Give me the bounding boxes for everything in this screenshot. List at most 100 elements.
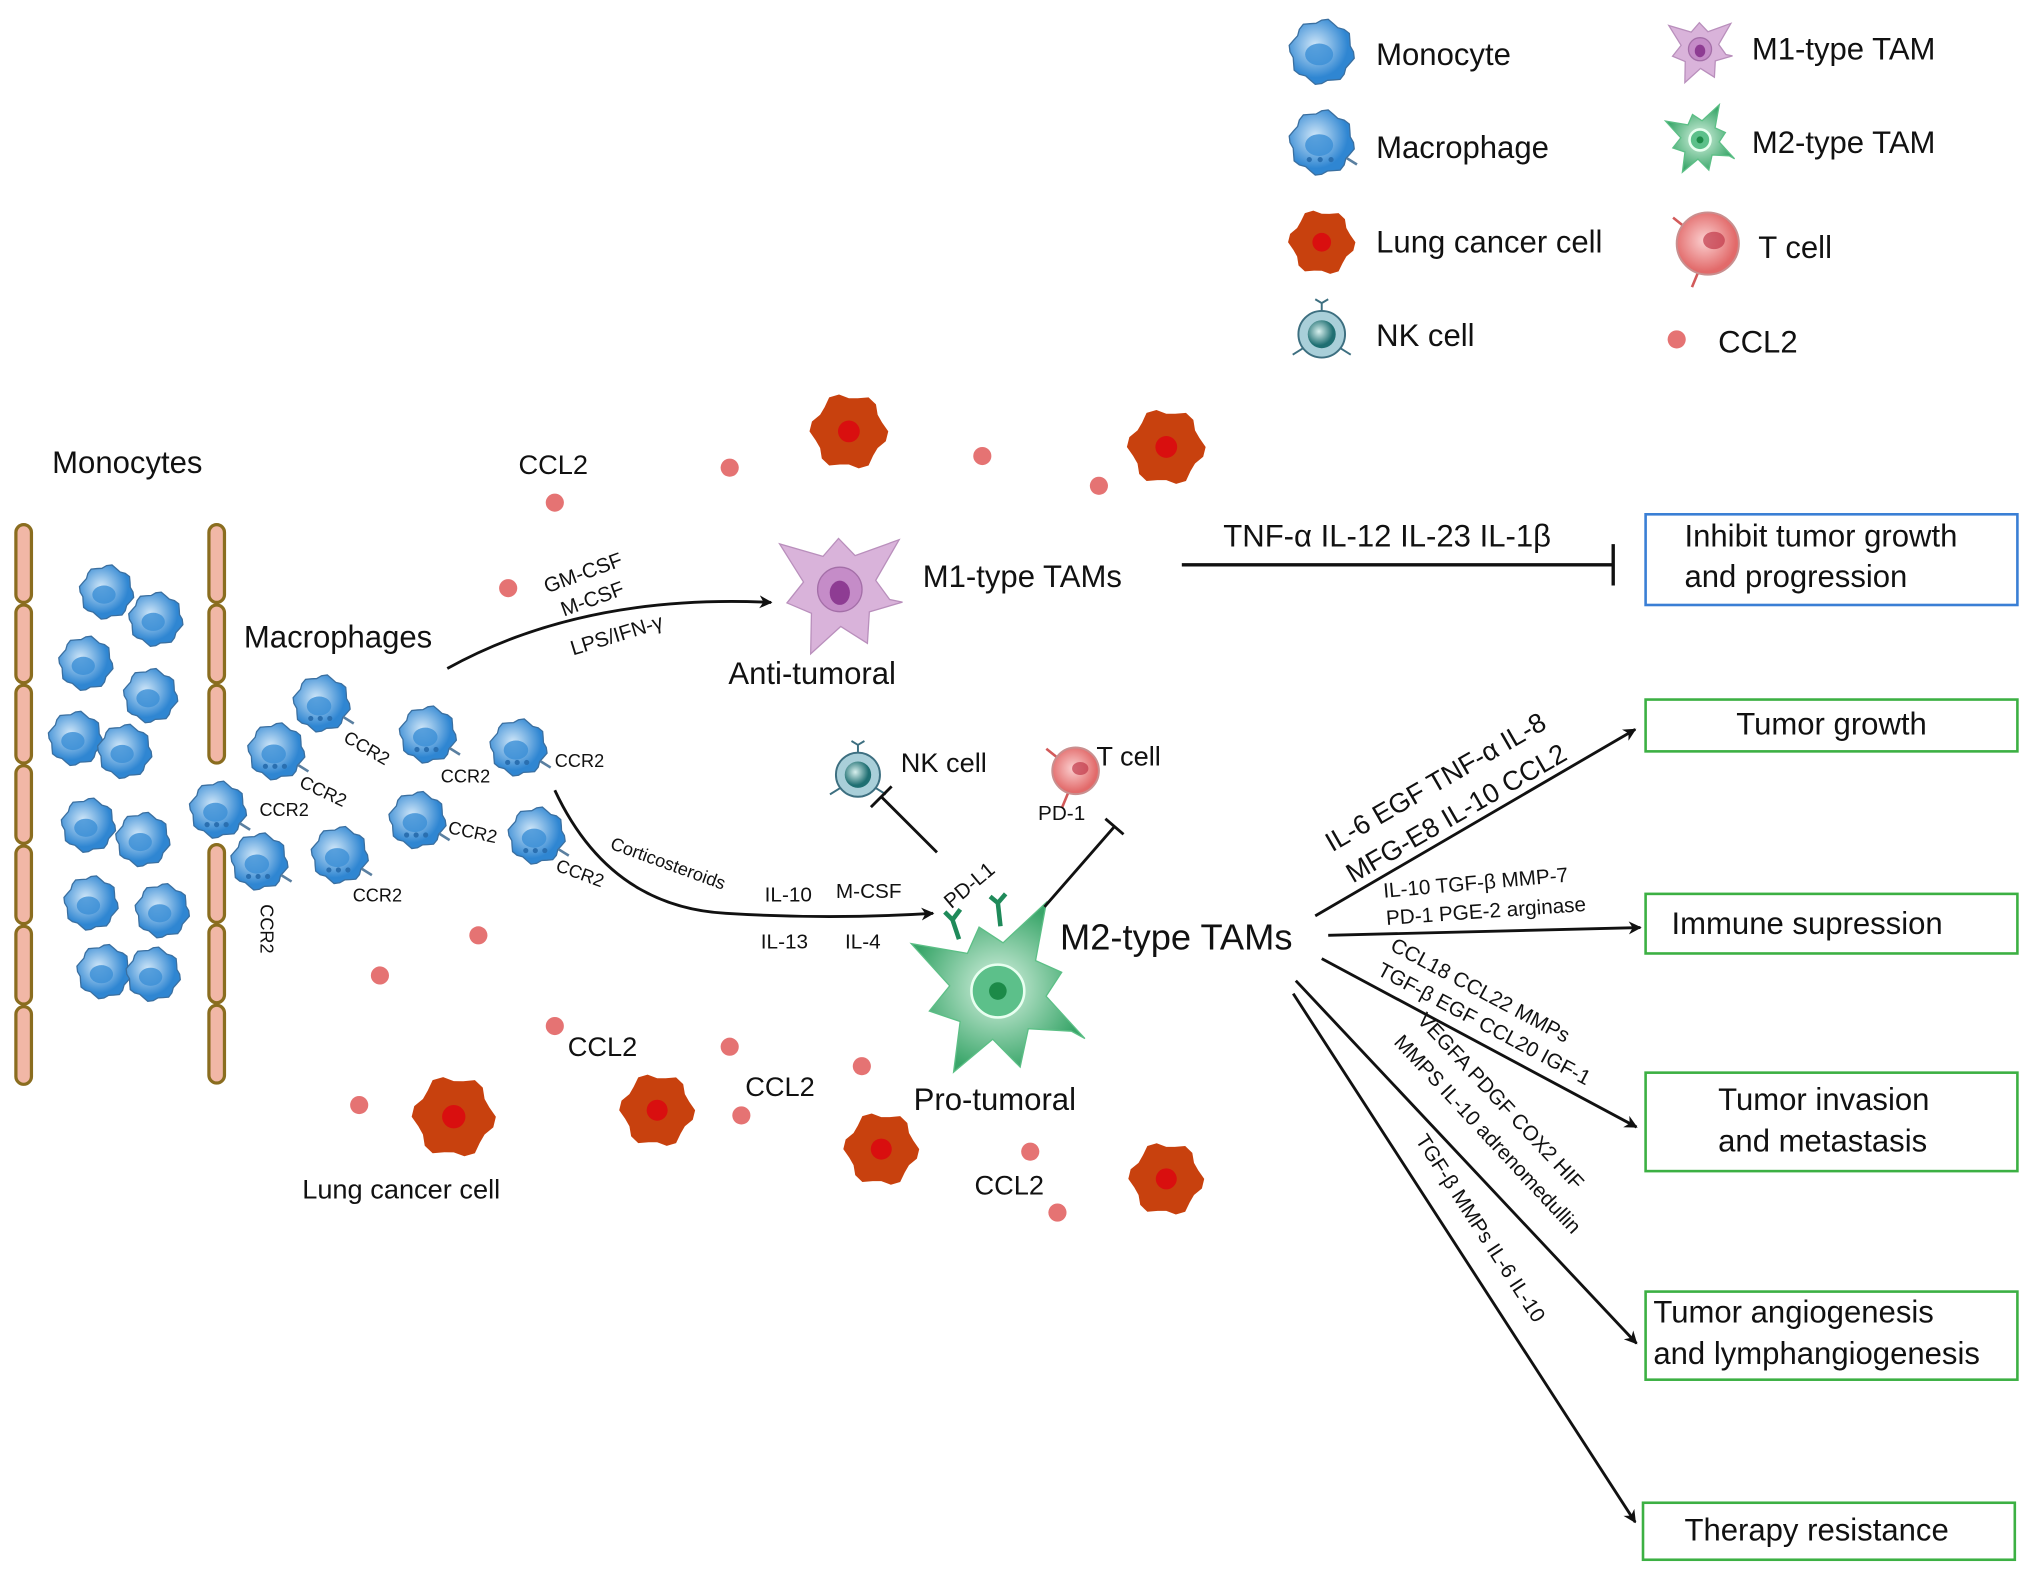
- vessel-segment: [207, 523, 227, 605]
- outcome-text: Tumor angiogenesis: [1653, 1295, 1933, 1330]
- macrophage-icon: [388, 790, 451, 850]
- nk-cell-icon: [1292, 298, 1352, 359]
- vessel-segment: [14, 523, 34, 605]
- pdl1-label: PD-L1: [940, 858, 1000, 913]
- legend-nk-cell-label: NK cell: [1376, 318, 1474, 353]
- outcome-growth-box: Tumor growth: [1644, 698, 2019, 753]
- m2-tam-cell: [909, 900, 1086, 1074]
- outcome-text: Tumor growth: [1736, 707, 1927, 742]
- ccl2-dot-icon: [852, 1057, 871, 1076]
- macrophage-icon: [398, 705, 461, 764]
- outcome-therapy-box: Therapy resistance: [1641, 1501, 2017, 1562]
- monocyte-icon: [47, 710, 104, 767]
- outcome-text: Therapy resistance: [1684, 1512, 1948, 1547]
- anti-tumoral-label: Anti-tumoral: [728, 656, 896, 691]
- ccl2-dot-icon: [720, 1037, 739, 1056]
- vessel-segment: [207, 1003, 227, 1085]
- monocyte-icon: [115, 811, 171, 868]
- macrophage-icon: [507, 806, 570, 865]
- ccl2-dot-icon: [1021, 1142, 1040, 1161]
- m1-tam-icon: [1667, 21, 1733, 85]
- vessel-segment: [14, 924, 34, 1006]
- macrophage-icon: [247, 722, 310, 781]
- ccl2-dot-icon: [499, 579, 518, 598]
- outcome-text: and lymphangiogenesis: [1653, 1336, 1980, 1371]
- ccr2-label: CCR2: [446, 817, 498, 847]
- therapy-resistance-arrow: [1292, 992, 1637, 1524]
- ccr2-label: CCR2: [555, 751, 604, 771]
- il4-label: IL-4: [845, 930, 881, 953]
- vessel-segment: [207, 843, 227, 924]
- invasion-arrow: [1321, 957, 1638, 1129]
- ccr2-label: CCR2: [441, 766, 490, 786]
- il10-label: IL-10: [765, 884, 812, 907]
- tumor-growth-arrow: [1314, 728, 1637, 918]
- monocyte-icon: [125, 946, 181, 1002]
- ccl2-dot-icon: [350, 1095, 369, 1115]
- outcome-text: and metastasis: [1718, 1124, 1927, 1159]
- pdl1-receptor-icon: [943, 892, 1008, 940]
- outcome-text: Immune supression: [1672, 906, 1943, 941]
- ccl2-label: CCL2: [975, 1169, 1045, 1200]
- macrophage-icon: [230, 832, 293, 891]
- t-cell-label: T cell: [1096, 741, 1160, 772]
- vessel-segment: [207, 603, 227, 685]
- ccl2-dot-icon: [720, 458, 739, 477]
- vessel-segment: [207, 923, 227, 1005]
- lung-cancer-cell-icon: [809, 394, 889, 469]
- lung-cancer-cell-icon: [411, 1077, 496, 1157]
- pd1-label: PD-1: [1038, 802, 1085, 825]
- ccl2-label: CCL2: [568, 1031, 638, 1062]
- t-cell-icon: [1045, 746, 1100, 808]
- ccr2-label: CCR2: [257, 904, 277, 953]
- outcome-text: and progression: [1684, 559, 1907, 594]
- lung-cancer-cell-icon: [1126, 410, 1206, 484]
- ccl2-dot-icon: [469, 926, 488, 945]
- immune-suppression-arrow: [1328, 921, 1642, 937]
- legend-m2-label: M2-type TAM: [1752, 125, 1936, 160]
- legend-t-cell-label: T cell: [1758, 230, 1832, 265]
- m2-tams-label: M2-type TAMs: [1060, 917, 1292, 958]
- m1-inhibition-line: [1181, 544, 1615, 586]
- corticosteroids-label: Corticosteroids: [608, 833, 728, 893]
- vessel-segment: [14, 1004, 34, 1086]
- legend-macrophage-label: Macrophage: [1376, 130, 1549, 165]
- m1-tam-cell: [778, 537, 903, 656]
- m-csf-label: M-CSF: [836, 880, 902, 903]
- monocyte-icon: [76, 943, 132, 1000]
- macrophage-icon: [489, 718, 552, 777]
- monocyte-icon: [122, 667, 179, 724]
- vessel-segment: [14, 764, 34, 845]
- outcome-invasion-box: Tumor invasion and metastasis: [1644, 1071, 2019, 1173]
- macrophage-icon: [310, 825, 373, 885]
- outcome-angiogenesis-box: Tumor angiogenesis and lymphangiogenesis: [1644, 1290, 2019, 1381]
- nk-cell-label: NK cell: [901, 747, 987, 778]
- monocyte-icon: [134, 882, 191, 939]
- ccl2-dot-icon: [732, 1106, 751, 1125]
- monocyte-icon: [58, 635, 114, 692]
- legend-lung-cancer-label: Lung cancer cell: [1376, 225, 1602, 260]
- monocytes-label: Monocytes: [52, 445, 202, 480]
- m1-polarization-arrow: [446, 595, 773, 670]
- angiogenesis-arrow: [1294, 979, 1638, 1345]
- macrophages-label: Macrophages: [244, 620, 432, 655]
- macrophage-icon: [292, 674, 355, 733]
- ccr2-label: CCR2: [353, 886, 402, 906]
- vessel-segment: [14, 603, 34, 685]
- vessel-segment: [14, 683, 34, 765]
- monocyte-icon: [128, 591, 184, 647]
- lung-cancer-cell-icon: [843, 1113, 920, 1185]
- monocyte-icon: [96, 723, 153, 780]
- lung-cancer-cell-label: Lung cancer cell: [302, 1173, 500, 1204]
- legend-monocyte-label: Monocyte: [1376, 37, 1511, 72]
- legend: Monocyte Macrophage Lung cancer cell NK …: [1376, 32, 1935, 360]
- outcome-inhibit-box: Inhibit tumor growth and progression: [1644, 513, 2019, 607]
- t-cell-inhibition-line: [1043, 817, 1125, 908]
- lung-cancer-cell-icon: [1288, 210, 1356, 274]
- ccl2-dot-icon: [1667, 330, 1686, 349]
- outcome-text: Inhibit tumor growth: [1684, 519, 1957, 554]
- ccl2-label: CCL2: [745, 1071, 815, 1102]
- monocyte-icon: [63, 875, 119, 931]
- outcome-text: Tumor invasion: [1718, 1082, 1929, 1117]
- monocyte-icon: [1288, 18, 1355, 86]
